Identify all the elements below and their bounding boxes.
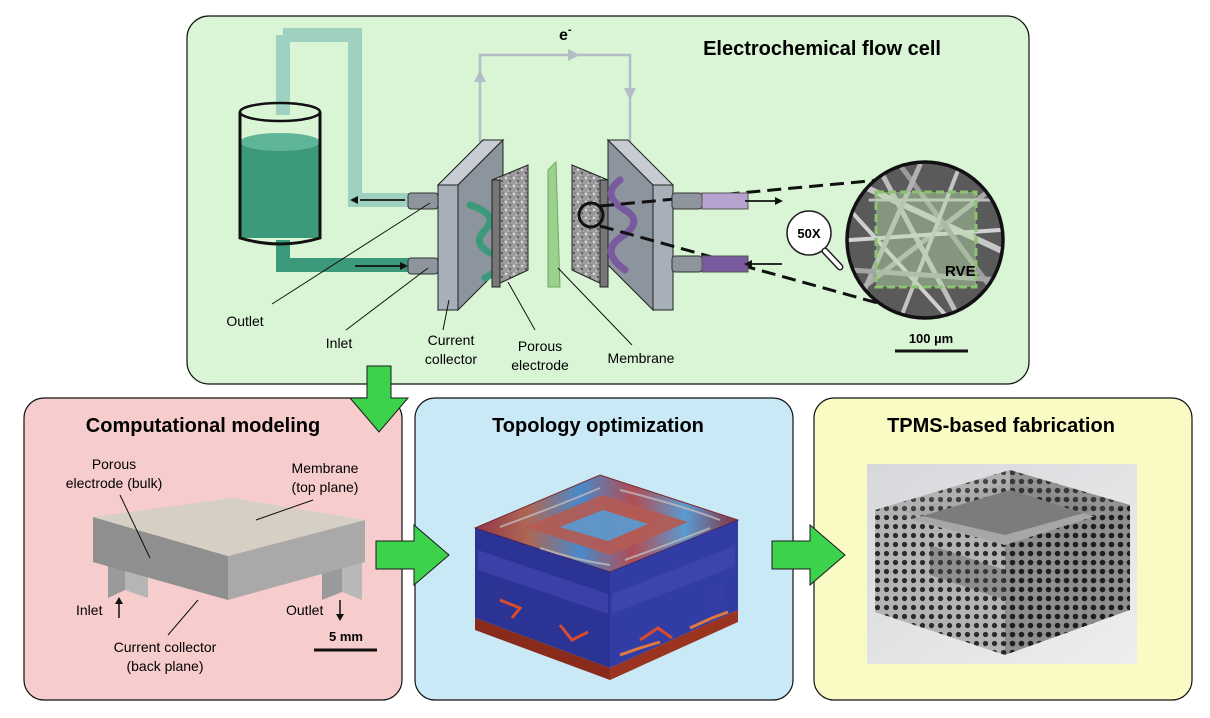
outlet-label: Outlet: [226, 313, 263, 329]
zoom-source-circle: [577, 201, 605, 229]
electron-label: e-: [559, 24, 572, 44]
collector-leader: [442, 299, 450, 331]
right-inlet-tube: [701, 255, 749, 273]
tank-wall: [238, 112, 322, 246]
right-outlet-port: [671, 192, 703, 210]
micro-scale-label: 100 µm: [909, 331, 953, 346]
right-inlet-arrowhead: [744, 260, 752, 268]
modeling-title: Computational modeling: [86, 415, 320, 437]
rve-label: RVE: [945, 263, 976, 280]
porous-bulk-label-line1: Porous: [92, 456, 136, 472]
bulk-leader: [119, 494, 151, 559]
membrane-leader: [557, 267, 633, 346]
model-outlet-arrowhead: [336, 614, 344, 621]
model-inlet-label: Inlet: [76, 602, 103, 618]
porous-leader: [507, 281, 536, 331]
optimized-electrode: [473, 474, 740, 680]
magnification-label: 50X: [797, 226, 820, 241]
right-outlet-arrowhead: [775, 197, 783, 205]
fabrication-title: TPMS-based fabrication: [887, 415, 1115, 437]
porous-electrode-label-line1: Porous: [518, 338, 562, 354]
outlet-flow-arrowhead: [350, 196, 358, 204]
sem-micrograph: [845, 160, 1005, 320]
inlet-tube: [276, 240, 410, 272]
tank-liquid-surface: [240, 133, 320, 151]
top-plane-leader: [255, 499, 314, 521]
current-collector-label-line1: Current: [428, 332, 475, 348]
porous-bulk-label-line2: electrode (bulk): [66, 475, 163, 491]
topology-panel: Topology optimization: [414, 397, 794, 701]
modeling-panel: Computational modeling Porous electrode …: [23, 397, 403, 701]
right-outlet-tube: [701, 192, 749, 210]
inlet-label: Inlet: [326, 335, 353, 351]
flow-arrow-down: [348, 365, 410, 433]
outlet-leader: [271, 202, 431, 305]
collector-back-label-line1: Current collector: [114, 639, 217, 655]
tank-electrolyte: [240, 142, 320, 238]
flow-cell-panel: Electrochemical flow cell e-: [186, 15, 1030, 385]
tpms-lattice: [875, 470, 1130, 655]
left-porous-electrode: [491, 164, 529, 288]
tank-rim: [238, 101, 322, 123]
rve-box: [874, 190, 978, 289]
circuit-arrow-right: [568, 49, 580, 61]
membrane-top-label-line1: Membrane: [292, 460, 359, 476]
topology-title: Topology optimization: [492, 415, 704, 437]
left-outlet-port: [407, 192, 439, 210]
zoom-line-top: [599, 178, 881, 208]
circuit-arrow-down: [624, 88, 636, 100]
model-inlet-arrowhead: [115, 597, 123, 604]
circuit-arrow-up: [474, 70, 486, 82]
fabrication-panel: TPMS-based fabrication: [813, 397, 1193, 701]
flow-cell-title: Electrochemical flow cell: [703, 38, 941, 60]
right-current-collector: [606, 138, 675, 312]
magnifier-icon: [786, 210, 844, 271]
current-collector-label-line2: collector: [425, 351, 477, 367]
membrane-sheet: [547, 160, 561, 288]
membrane-top-label-line2: (top plane): [292, 479, 359, 495]
model-outlet-label: Outlet: [286, 602, 323, 618]
back-plane-leader: [167, 599, 199, 636]
electrode-block: [93, 498, 365, 600]
flow-arrow-right-1: [375, 523, 450, 587]
model-scale-label: 5 mm: [329, 629, 363, 644]
inlet-leader: [345, 267, 429, 331]
right-inlet-port: [671, 255, 703, 273]
porous-electrode-label-line2: electrode: [511, 357, 569, 373]
collector-back-label-line2: (back plane): [126, 658, 203, 674]
flow-arrow-right-2: [771, 523, 846, 587]
membrane-label: Membrane: [608, 350, 675, 366]
inlet-flow-arrowhead: [400, 262, 408, 270]
